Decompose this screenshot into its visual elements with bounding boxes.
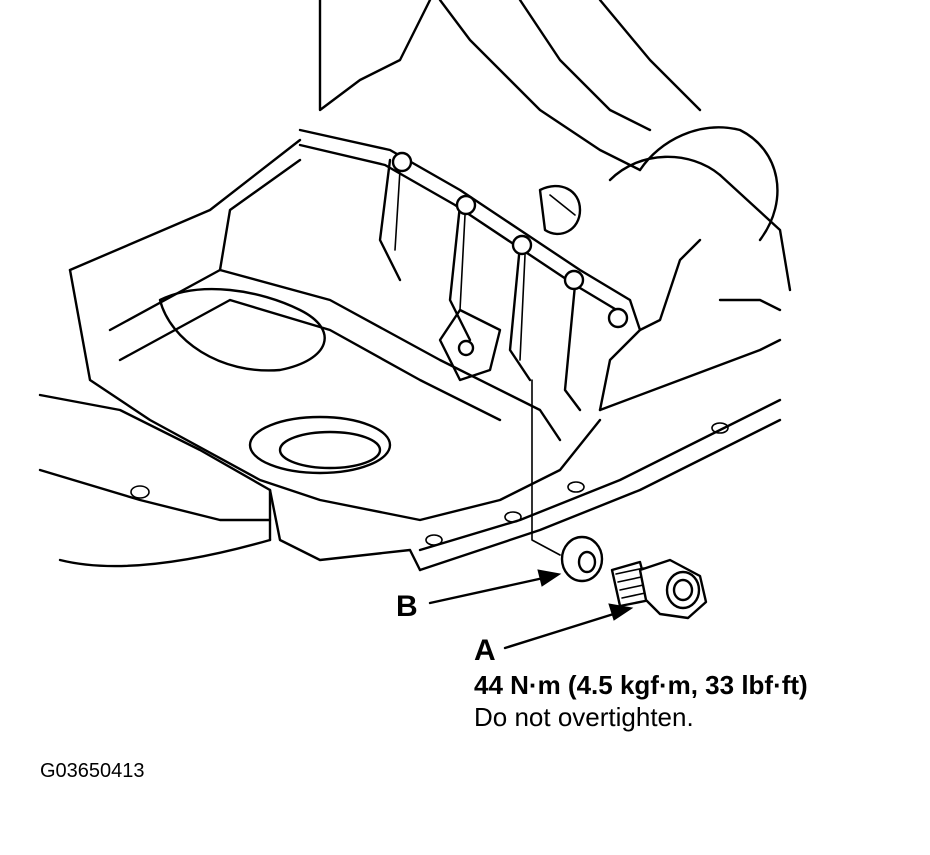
subframe-outline [38,238,782,572]
callout-arrow-b [428,569,562,605]
figure-id: G03650413 [40,760,145,782]
drain-leader-line [531,379,561,556]
callout-label-b: B [396,590,418,623]
callout-label-a: A [474,634,496,667]
torque-note: Do not overtighten. [474,702,694,732]
oil-pan [68,128,642,522]
callout-arrow-a [503,603,634,650]
engine-block-outline [318,0,792,292]
torque-specification: 44 N·m (4.5 kgf·m, 33 lbf·ft) [474,670,808,700]
drain-washer [560,535,604,583]
drain-bolt [610,558,708,620]
